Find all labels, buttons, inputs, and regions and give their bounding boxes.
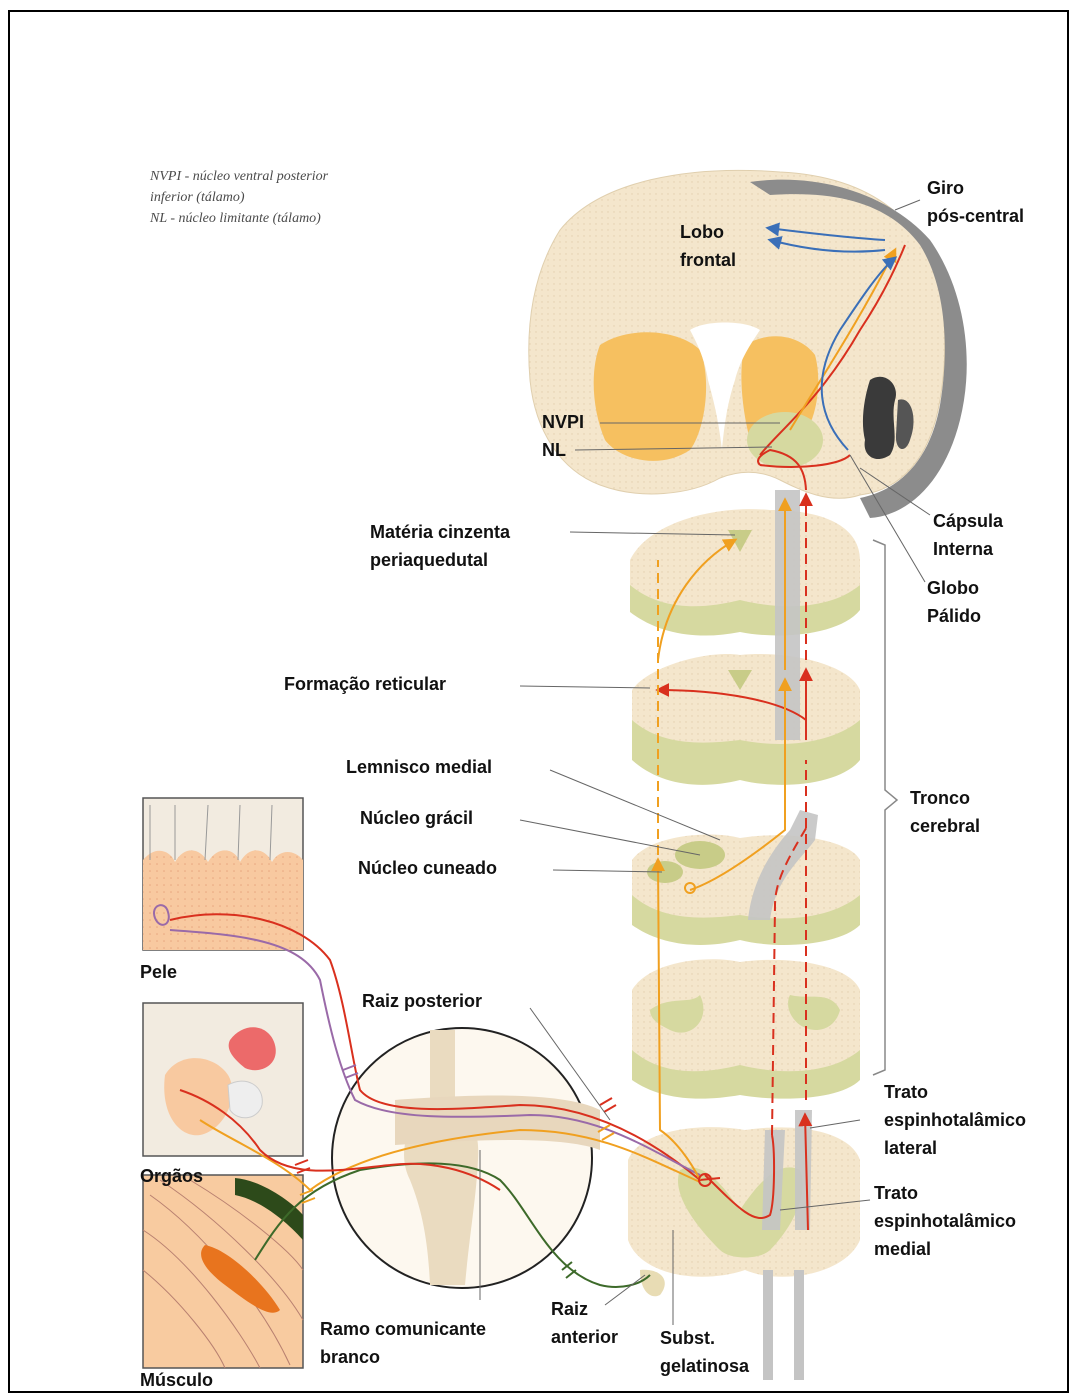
caudate-nucleus-left	[594, 332, 706, 461]
label-pele: Pele	[140, 958, 177, 986]
label-raiz-anterior: Raiz anterior	[551, 1295, 618, 1351]
label-line: Giro	[927, 174, 1024, 202]
label-nucleo-cuneado: Núcleo cuneado	[358, 854, 497, 882]
label-nl: NL	[542, 436, 566, 464]
label-line: Globo	[927, 574, 981, 602]
label-line: cerebral	[910, 812, 980, 840]
brainstem-bracket	[873, 540, 897, 1075]
label-line: Trato	[884, 1078, 1026, 1106]
label-line: lateral	[884, 1134, 1026, 1162]
muscle-inset	[143, 1175, 303, 1368]
label-line: frontal	[680, 246, 736, 274]
label-line: Matéria cinzenta	[370, 518, 510, 546]
label-globo-palido: Globo Pálido	[927, 574, 981, 630]
brain-section	[529, 170, 967, 518]
label-line: espinhotalâmico	[884, 1106, 1026, 1134]
label-line: periaquedutal	[370, 546, 510, 574]
label-musculo: Músculo	[140, 1366, 213, 1394]
skin-inset	[143, 798, 303, 950]
label-subst-gelatinosa: Subst. gelatinosa	[660, 1324, 749, 1380]
label-raiz-posterior: Raiz posterior	[362, 987, 482, 1015]
label-lobo-frontal: Lobo frontal	[680, 218, 736, 274]
label-line: Trato	[874, 1179, 1016, 1207]
brainstem	[628, 490, 860, 1380]
legend-line-2: inferior (tálamo)	[150, 187, 328, 208]
label-line: Raiz	[551, 1295, 618, 1323]
label-line: Tronco	[910, 784, 980, 812]
spinothalamic-tract-upper	[775, 490, 800, 740]
brainstem-slice-upper-pons	[632, 654, 860, 785]
label-tronco-cerebral: Tronco cerebral	[910, 784, 980, 840]
label-line: Pálido	[927, 602, 981, 630]
globus-pallidus	[863, 377, 896, 459]
label-giro-pos-central: Giro pós-central	[927, 174, 1024, 230]
brainstem-slice-lower-medulla	[632, 959, 860, 1098]
label-orgaos: Orgãos	[140, 1162, 203, 1190]
label-line: pós-central	[927, 202, 1024, 230]
label-line: espinhotalâmico	[874, 1207, 1016, 1235]
label-lemnisco-medial: Lemnisco medial	[346, 753, 492, 781]
label-nucleo-gracil: Núcleo grácil	[360, 804, 473, 832]
label-line: Interna	[933, 535, 1003, 563]
legend-line-3: NL - núcleo limitante (tálamo)	[150, 208, 328, 229]
brainstem-slice-medulla	[632, 834, 860, 945]
brainstem-slice-midbrain	[630, 509, 860, 635]
label-line: Lobo	[680, 218, 736, 246]
legend: NVPI - núcleo ventral posterior inferior…	[150, 166, 328, 229]
label-line: gelatinosa	[660, 1352, 749, 1380]
label-line: Cápsula	[933, 507, 1003, 535]
label-line: branco	[320, 1343, 486, 1371]
label-trato-espinhotalamico-medial: Trato espinhotalâmico medial	[874, 1179, 1016, 1263]
label-capsula-interna: Cápsula Interna	[933, 507, 1003, 563]
label-trato-espinhotalamico-lateral: Trato espinhotalâmico lateral	[884, 1078, 1026, 1162]
label-line: medial	[874, 1235, 1016, 1263]
label-materia-cinzenta: Matéria cinzenta periaquedutal	[370, 518, 510, 574]
label-ramo-comunicante-branco: Ramo comunicante branco	[320, 1315, 486, 1371]
legend-line-1: NVPI - núcleo ventral posterior	[150, 166, 328, 187]
label-formacao-reticular: Formação reticular	[284, 670, 446, 698]
label-line: Subst.	[660, 1324, 749, 1352]
label-nvpi: NVPI	[542, 408, 584, 436]
label-line: Ramo comunicante	[320, 1315, 486, 1343]
label-line: anterior	[551, 1323, 618, 1351]
